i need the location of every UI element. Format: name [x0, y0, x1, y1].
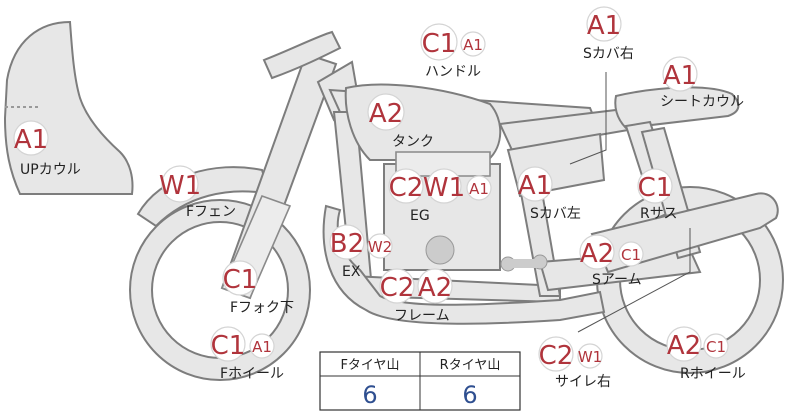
part-tank[interactable]: A2 タンク [367, 93, 434, 150]
silencer-right-badge [538, 336, 574, 372]
part-front-wheel[interactable]: C1 A1 Fホイール [210, 326, 284, 382]
side-cover-right-leader [569, 72, 607, 165]
exhaust-pipe-shape [322, 204, 606, 325]
tank-badge [367, 93, 405, 131]
rear-wheel-code-2: C1 [706, 338, 726, 356]
frame-code-1: C2 [380, 273, 415, 303]
upper-cowl-code-1: A1 [14, 125, 48, 155]
front-wheel-code-2: A1 [252, 338, 272, 356]
rear-wheel-code-1: A2 [667, 331, 701, 361]
engine-cylinder [395, 151, 491, 177]
front-fender-label: Fフェン [186, 204, 236, 220]
swing-arm-code-2: C1 [621, 246, 641, 264]
part-front-fork-lower[interactable]: C1 Fフォク下 [222, 260, 294, 316]
part-side-cover-left[interactable]: A1 Sカバ左 [517, 166, 581, 222]
front-tire-header: Fタイヤ山 [340, 358, 399, 373]
silencer-right-code-1: C2 [539, 341, 574, 371]
frame-code-2: A2 [418, 273, 452, 303]
rear-suspension-badge [637, 168, 673, 204]
swing-arm-label: Sアーム [592, 272, 642, 288]
pivot-bar [508, 259, 540, 268]
part-seat-cowl[interactable]: A1 シートカウル [660, 56, 744, 110]
engine-code-3: A1 [469, 180, 489, 198]
engine-badge-2 [426, 168, 462, 204]
rear-wheel-label: Rホイール [680, 366, 746, 382]
rear-suspension-code-1: C1 [638, 173, 673, 203]
frame-badge-2 [417, 268, 453, 304]
swing-arm-code-1: A2 [580, 239, 614, 269]
handle-label: ハンドル [425, 64, 481, 80]
tank-code-1: A2 [369, 99, 403, 129]
front-tire-value[interactable]: 6 [362, 381, 377, 409]
engine-cover [425, 235, 455, 265]
exhaust-label: EX [342, 264, 361, 280]
engine-badge-1 [388, 168, 424, 204]
swing-arm-badge-small [618, 241, 644, 267]
part-side-cover-right[interactable]: A1 Sカバ右 [583, 6, 634, 62]
front-fork-lower-badge [222, 260, 258, 296]
front-wheel-code-1: C1 [211, 331, 246, 361]
handle-badge-small [460, 31, 486, 57]
side-cover-left-code-1: A1 [518, 171, 552, 201]
handlebar-shape [262, 30, 342, 80]
handle-code-1: C1 [422, 29, 457, 59]
part-upper-cowl[interactable]: A1 UPカウル [13, 120, 81, 178]
exhaust-code-1: B2 [330, 229, 364, 259]
front-wheel-badge [210, 326, 246, 362]
seat-cowl-badge [662, 56, 698, 92]
part-rear-wheel[interactable]: A2 C1 Rホイール [666, 326, 746, 382]
rear-wheel-badge [666, 326, 702, 362]
frame-badge-1 [379, 268, 415, 304]
frame-label: フレーム [394, 308, 450, 324]
part-silencer-right[interactable]: C2 W1 サイレ右 [538, 336, 611, 390]
silencer-right-badge-small [577, 343, 603, 369]
part-front-fender[interactable]: W1 Fフェン [159, 165, 236, 220]
front-wheel-badge-small [249, 333, 275, 359]
upper-cowl-label: UPカウル [20, 162, 81, 178]
engine-code-1: C2 [389, 173, 424, 203]
seat-cowl-label: シートカウル [660, 94, 744, 110]
tire-tread-table: Fタイヤ山 Rタイヤ山 6 6 [319, 351, 521, 411]
silencer-leader [577, 228, 691, 333]
part-labels: A1 UPカウル C1 A1 ハンドル A2 タンク A1 Sカバ右 A1 シー… [13, 6, 746, 390]
rear-tire-value[interactable]: 6 [462, 381, 477, 409]
seat-cowl-code-1: A1 [663, 61, 697, 91]
part-engine[interactable]: C2 W1 A1 EG [388, 168, 492, 224]
handle-code-2: A1 [463, 36, 483, 54]
silencer-right-code-2: W1 [578, 348, 602, 366]
rear-wheel-badge-small [703, 333, 729, 359]
part-rear-suspension[interactable]: C1 Rサス [637, 168, 678, 222]
front-wheel-label: Fホイール [220, 366, 284, 382]
part-handle[interactable]: C1 A1 ハンドル [420, 23, 486, 80]
silencer-right-label: サイレ右 [555, 374, 611, 390]
exhaust-badge [329, 224, 365, 260]
handle-badge [420, 23, 458, 61]
part-swing-arm[interactable]: A2 C1 Sアーム [579, 234, 644, 288]
upper-cowl-badge [13, 120, 49, 156]
side-cover-left-badge [517, 166, 553, 202]
front-fender-code-1: W1 [159, 171, 201, 201]
side-cover-right-badge [586, 6, 622, 42]
engine-code-2: W1 [423, 173, 465, 203]
part-exhaust[interactable]: B2 W2 EX [329, 224, 393, 280]
front-fork-lower-code-1: C1 [223, 265, 258, 295]
exhaust-badge-small [367, 233, 393, 259]
engine-label: EG [410, 208, 430, 224]
side-cover-right-code-1: A1 [587, 11, 621, 41]
front-fork-lower-label: Fフォク下 [230, 300, 294, 316]
side-cover-right-label: Sカバ右 [583, 46, 634, 62]
tank-label: タンク [392, 134, 434, 150]
swing-arm-badge [579, 234, 615, 270]
rear-tire-header: Rタイヤ山 [440, 358, 501, 373]
side-cover-left-label: Sカバ左 [530, 206, 581, 222]
front-fender-badge [161, 165, 199, 203]
exhaust-code-2: W2 [368, 238, 392, 256]
rear-suspension-label: Rサス [640, 206, 677, 222]
engine-badge-small [466, 175, 492, 201]
part-frame[interactable]: C2 A2 フレーム [379, 268, 453, 324]
